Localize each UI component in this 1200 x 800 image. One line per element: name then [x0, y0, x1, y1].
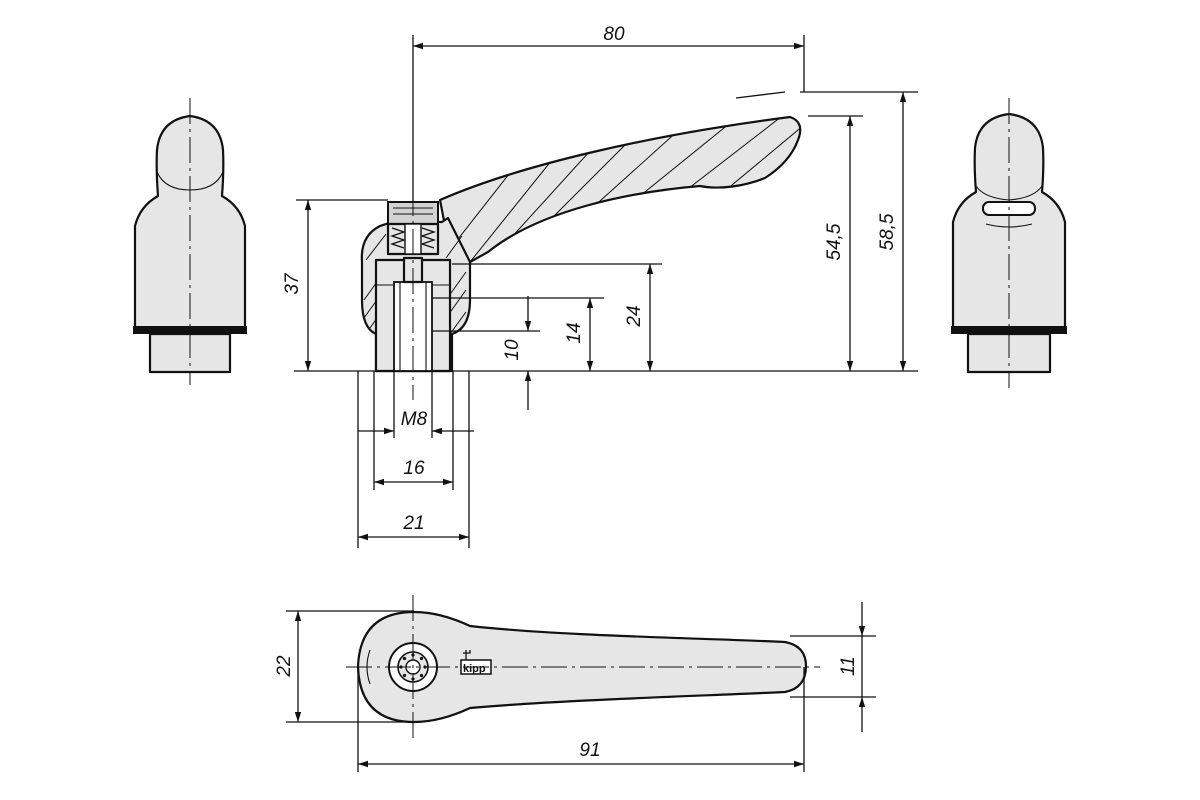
dim-16: 16 — [403, 458, 425, 479]
dim-24: 24 — [624, 305, 645, 327]
dim-22: 22 — [274, 655, 295, 678]
dimension-lines — [286, 35, 918, 772]
dim-10: 10 — [502, 339, 523, 361]
dim-80: 80 — [603, 24, 625, 45]
svg-text:kipp: kipp — [463, 663, 486, 675]
dim-54-5: 54,5 — [824, 223, 845, 260]
dim-58-5: 58,5 — [877, 213, 898, 250]
dim-14: 14 — [564, 322, 585, 343]
dim-37: 37 — [282, 272, 303, 295]
dimension-labels: 80 58,5 54,5 37 24 14 10 M8 16 21 22 11 … — [274, 24, 898, 761]
dim-11: 11 — [838, 656, 859, 676]
top-view: kipp — [346, 595, 820, 738]
front-section-view — [294, 115, 918, 400]
dim-m8: M8 — [401, 409, 428, 430]
right-side-view — [951, 98, 1067, 388]
left-side-view — [133, 98, 247, 385]
dim-21: 21 — [402, 513, 424, 534]
dim-91: 91 — [579, 740, 600, 761]
